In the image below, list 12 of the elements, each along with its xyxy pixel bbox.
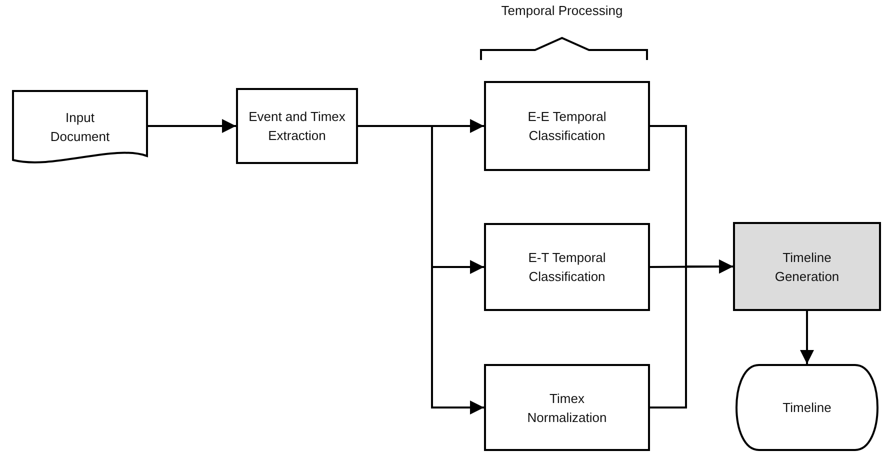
node-label: Input Document [49,109,111,146]
node-label: Timeline [782,399,832,417]
arrow [358,125,484,414]
node-label: Timex Normalization [526,390,608,426]
arrow [650,260,733,408]
arrow [800,311,814,364]
node-label: Timeline Generation [774,248,840,286]
arrow [148,119,236,133]
group-label: Temporal Processing [501,3,623,18]
node-label: Event and Timex Extraction [248,108,346,145]
node-label: E-E Temporal Classification [526,108,608,145]
node-label: E-T Temporal Classification [527,249,607,286]
